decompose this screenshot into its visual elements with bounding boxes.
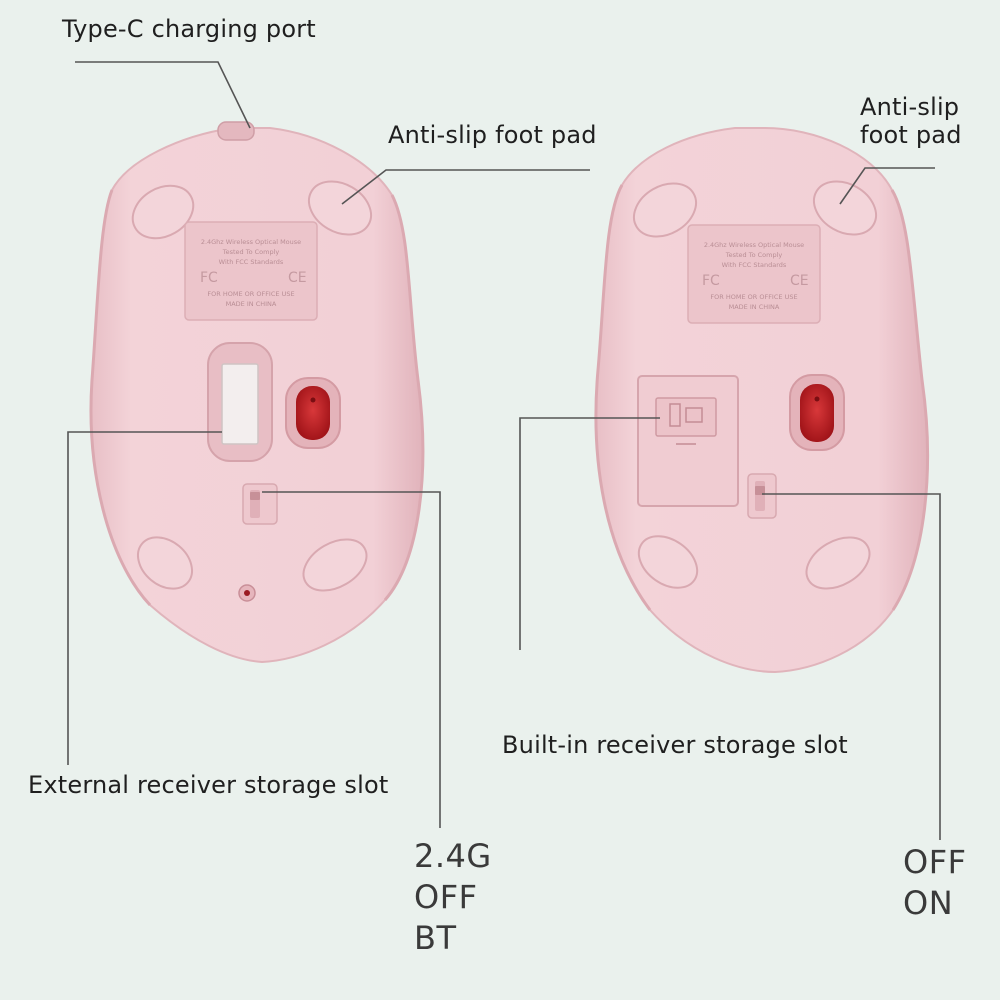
fcc-ce-marks: FC [200, 270, 218, 286]
sensor-lens-icon [800, 384, 834, 442]
foot-pad-icon [137, 536, 193, 590]
leader-type-c [75, 61, 251, 129]
plate-text-line: Tested To Comply [222, 248, 280, 256]
label-plate [687, 224, 821, 324]
plate-text-line: 2.4Ghz Wireless Optical Mouse [704, 241, 804, 249]
foot-pad-icon [633, 182, 697, 238]
plate-text-line: MADE IN CHINA [226, 300, 277, 308]
leader-right-foot-pad [839, 167, 935, 205]
leader-right-switch [762, 493, 941, 840]
plate-text-line: Tested To Comply [725, 251, 783, 259]
leader-lines [67, 61, 941, 840]
label-left-switch-modes: 2.4G OFF BT [414, 837, 492, 957]
plate-text-line: FOR HOME OR OFFICE USE [207, 290, 294, 298]
left-mouse: 2.4Ghz Wireless Optical Mouse Tested To … [89, 121, 425, 664]
plate-text-line: FOR HOME OR OFFICE USE [710, 293, 797, 301]
right-mouse: 2.4Ghz Wireless Optical Mouse Tested To … [594, 127, 929, 674]
label-left-foot-pad: Anti-slip foot pad [388, 121, 597, 149]
sensor-lens-icon [296, 386, 330, 440]
foot-pad-icon [813, 180, 877, 236]
label-plate [184, 221, 318, 321]
plate-text-line: MADE IN CHINA [729, 303, 780, 311]
leader-builtin-slot [519, 417, 660, 650]
foot-pad-icon [308, 180, 372, 236]
leader-left-foot-pad [341, 169, 590, 205]
fcc-ce-marks: FC [702, 273, 720, 289]
usb-receiver [221, 363, 259, 445]
plate-text-line: With FCC Standards [722, 261, 787, 269]
foot-pad-icon [131, 184, 195, 240]
leader-left-switch [262, 491, 441, 828]
fcc-ce-marks: CE [790, 273, 809, 289]
type-c-port [217, 121, 255, 141]
foot-pad-icon [805, 536, 871, 590]
plate-text-line: With FCC Standards [219, 258, 284, 266]
plate-text-line: 2.4Ghz Wireless Optical Mouse [201, 238, 301, 246]
foot-pad-icon [637, 535, 699, 589]
fcc-ce-marks: CE [288, 270, 307, 286]
label-right-switch-modes: OFF ON [903, 843, 967, 922]
label-right-foot-pad: Anti-slip foot pad [860, 93, 962, 149]
foot-pad-icon [302, 538, 368, 592]
leader-external-slot [67, 431, 222, 765]
label-type-c-port: Type-C charging port [62, 15, 316, 43]
label-external-receiver-slot: External receiver storage slot [28, 771, 389, 799]
builtin-receiver-cover [637, 375, 739, 507]
label-builtin-receiver-slot: Built-in receiver storage slot [502, 731, 848, 759]
